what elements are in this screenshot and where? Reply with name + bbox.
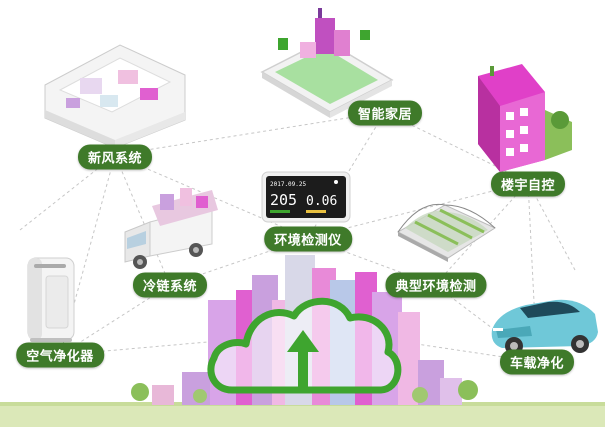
node-label-smart-home: 智能家居: [347, 100, 423, 126]
connection-line: [307, 237, 436, 286]
air-monitor-icon: 2017.09.25 205 0.06: [261, 171, 351, 223]
node-label-env-monitor: 环境检测仪: [264, 226, 352, 252]
connection-line: [527, 181, 576, 271]
node-label-vehicle: 车载净化: [499, 349, 575, 375]
building-icon: [478, 64, 572, 172]
connection-line: [19, 154, 116, 231]
delivery-truck-icon: [124, 188, 218, 269]
node-label-purifier: 空气净化器: [16, 342, 104, 368]
connection-line: [59, 154, 116, 356]
device-datetime: 2017.09.25: [270, 181, 307, 188]
ground-strip: [0, 404, 605, 427]
connection-line: [59, 339, 231, 356]
car-icon: [491, 299, 598, 355]
device-reading-left: 205: [270, 191, 297, 209]
node-label-cold-chain: 冷链系统: [132, 272, 208, 298]
greenhouse-icon: [396, 203, 497, 262]
connection-line: [434, 181, 529, 286]
cloud-upload-icon: [207, 297, 402, 394]
connection-line: [114, 154, 309, 239]
device-reading-right: 0.06: [306, 194, 337, 209]
floorplan-house-icon: [44, 44, 186, 149]
node-label-building: 楼宇自控: [490, 171, 566, 197]
node-label-fresh-air: 新风系统: [77, 144, 153, 170]
air-purifier-icon: [27, 257, 75, 342]
node-label-typical-env: 典型环境检测: [385, 272, 487, 298]
smartphone-home-icon: [260, 8, 394, 118]
